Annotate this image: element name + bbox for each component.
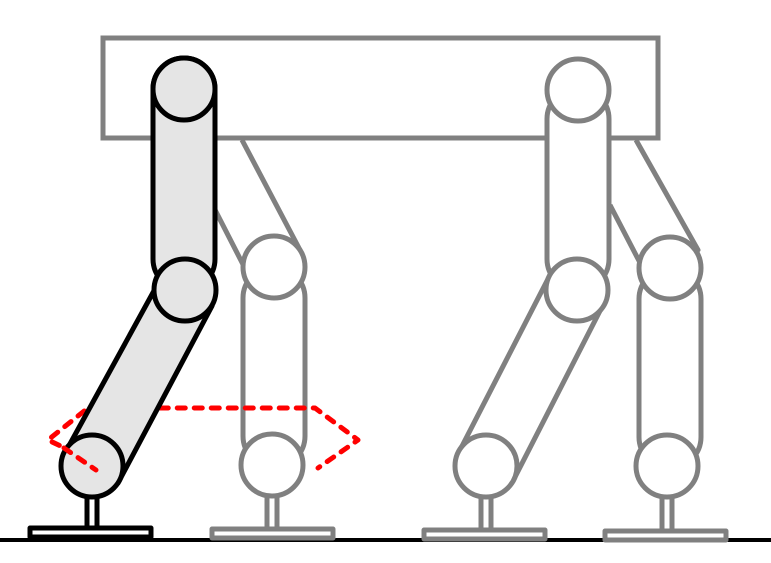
rear-left-foot: [209, 526, 336, 541]
front-left-hip-joint: [150, 55, 218, 123]
front-left-knee-joint: [151, 256, 219, 324]
front-right-leg: [421, 56, 612, 542]
front-right-hip-joint: [544, 56, 612, 124]
front-right-ankle-joint: [452, 432, 520, 500]
front-left-leg: [27, 55, 219, 540]
rear-right-knee-joint: [636, 234, 704, 302]
swing-trajectory-front-segment: [61, 445, 99, 473]
swing-trajectory: [45, 405, 361, 471]
front-right-foot: [421, 527, 548, 542]
rear-right-leg: [602, 138, 729, 543]
rear-left-knee-joint: [240, 233, 308, 301]
rear-right-foot: [602, 528, 729, 543]
rear-right-ankle-joint: [633, 432, 701, 500]
rear-left-ankle-joint: [238, 431, 306, 499]
front-left-foot: [27, 525, 154, 540]
rear-left-leg: [207, 138, 336, 541]
front-right-knee-joint: [543, 256, 611, 324]
